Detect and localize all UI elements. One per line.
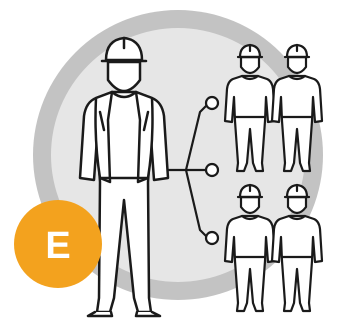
badge-letter: E [45,225,70,267]
